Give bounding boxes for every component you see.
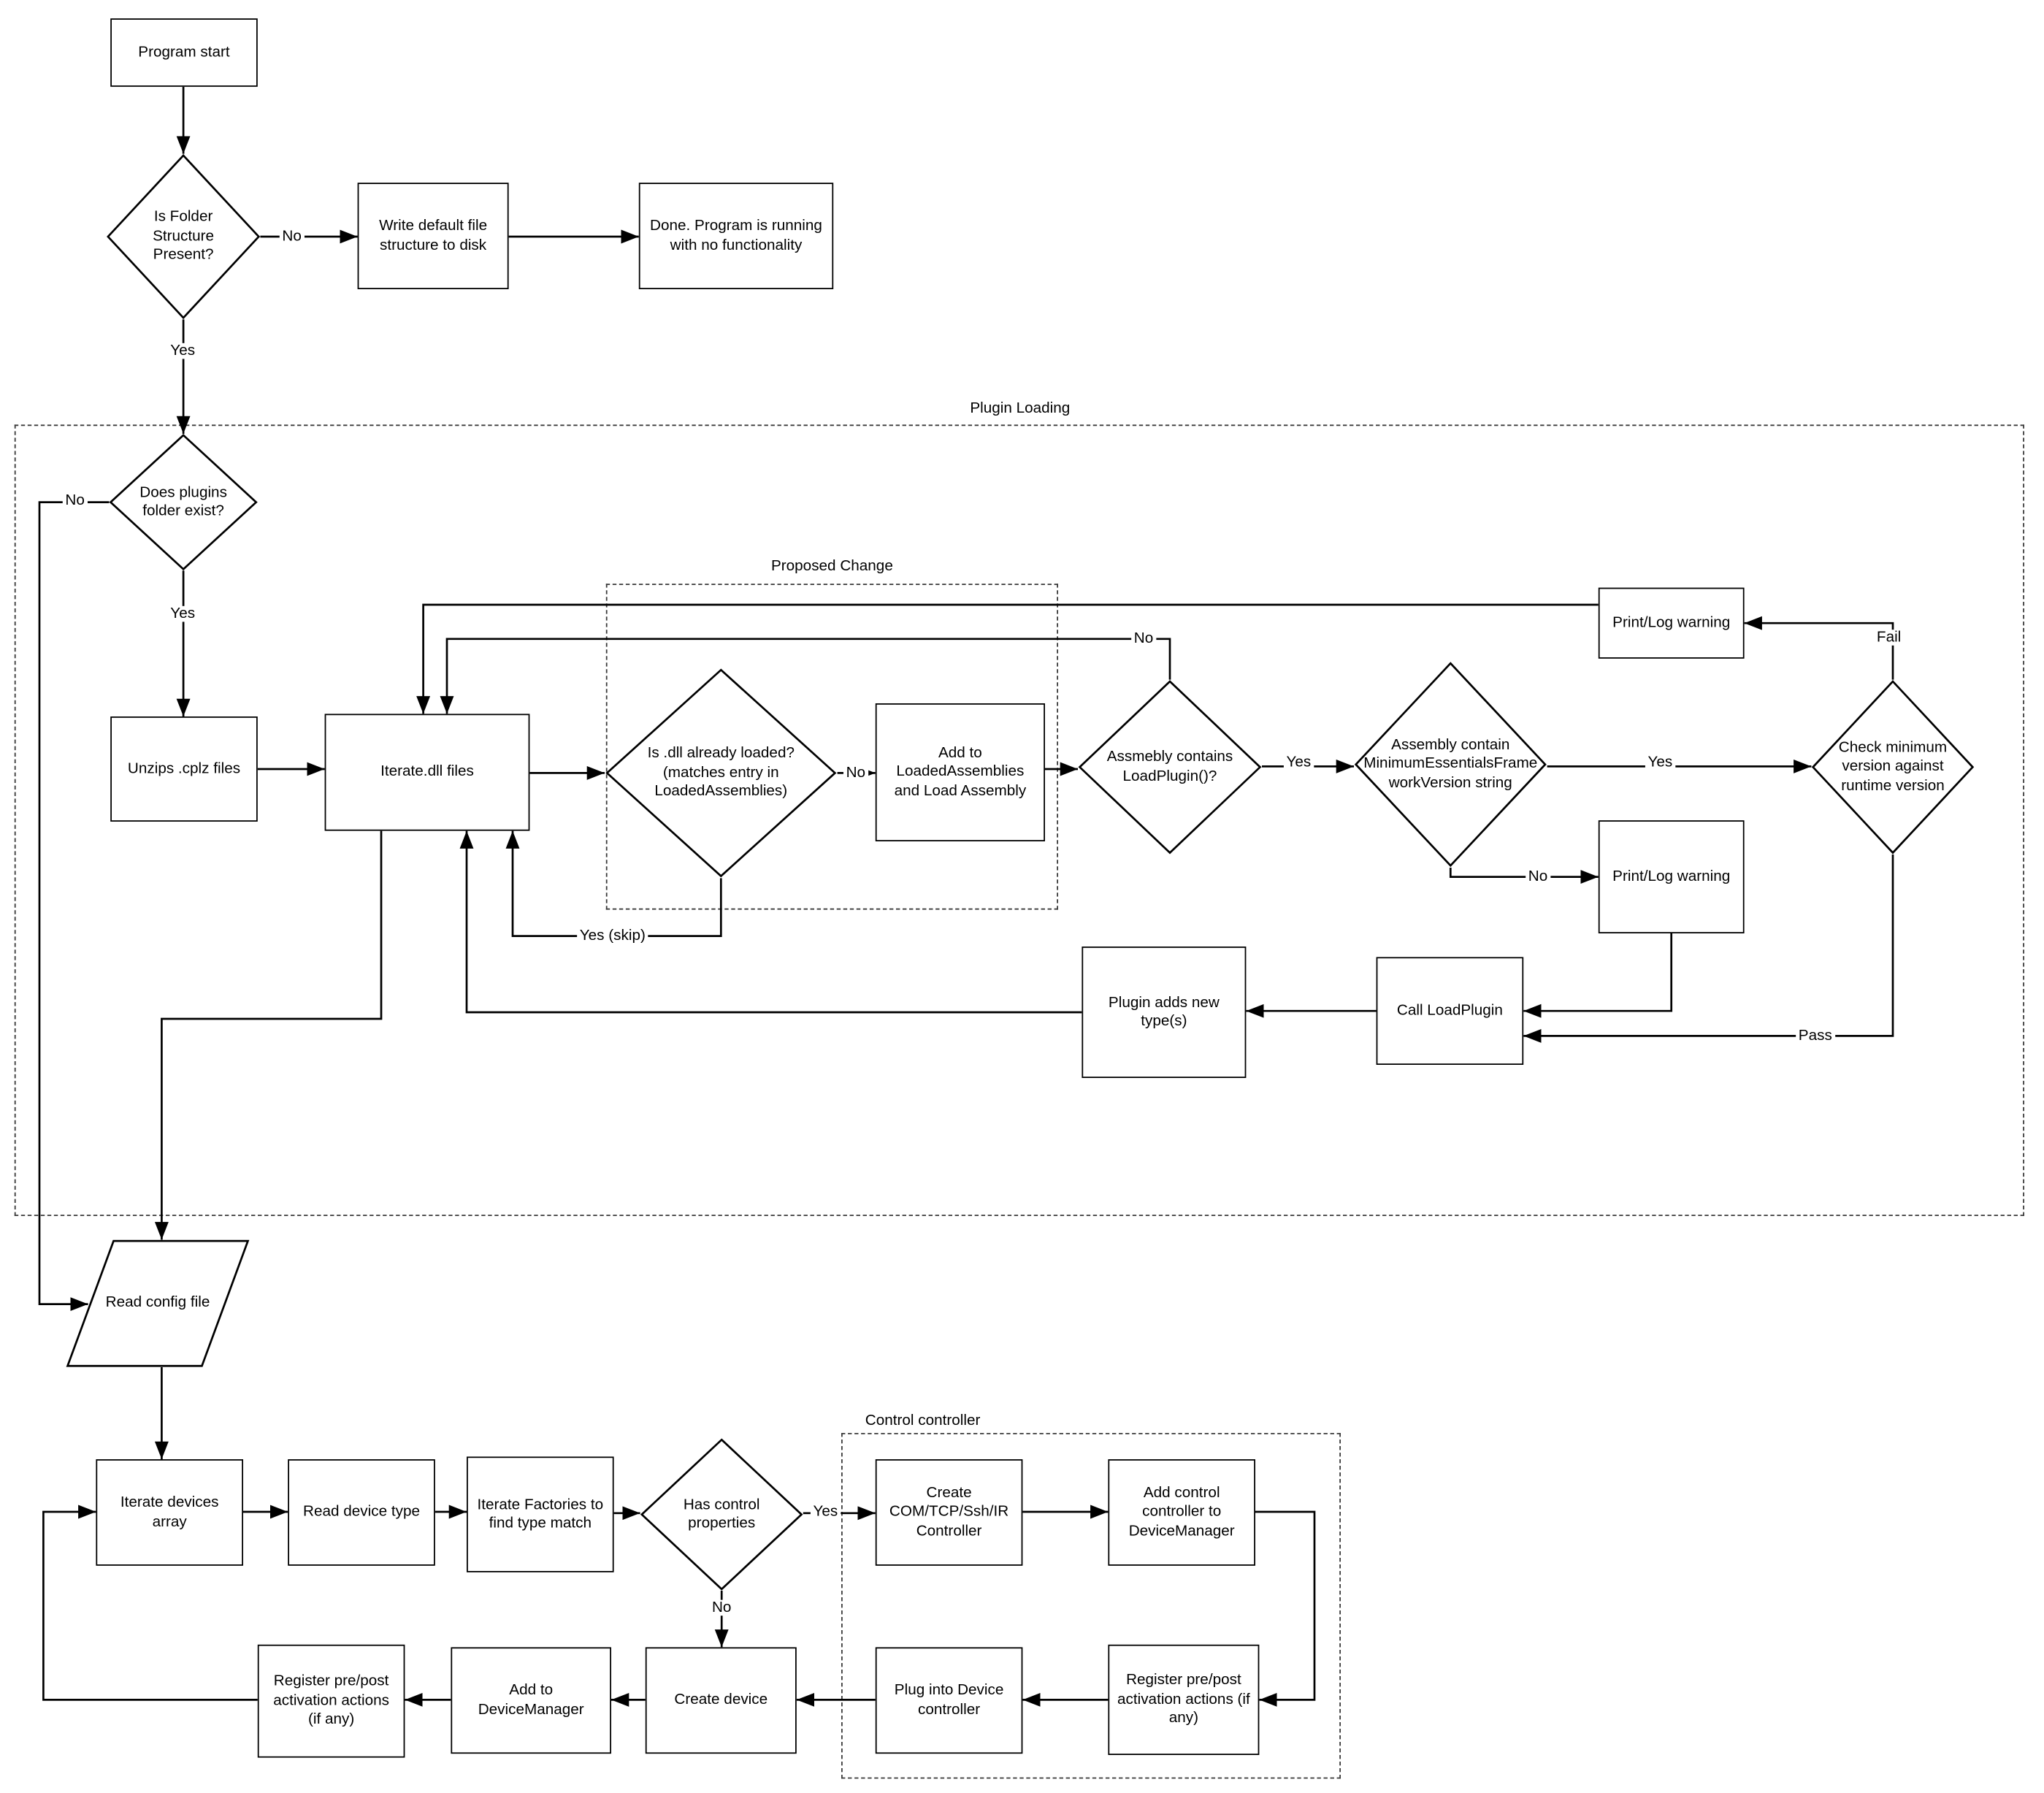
diamond-shape xyxy=(1811,680,1974,855)
node-plugin-adds-types: Plugin adds new type(s) xyxy=(1082,947,1247,1078)
edge-label-contains-no: No xyxy=(1131,631,1156,647)
edge-label-plugins-no: No xyxy=(62,493,88,509)
container-plugin-loading xyxy=(14,424,2024,1217)
edge-contains-no-loop xyxy=(440,638,1171,714)
edge-label-folder-yes: Yes xyxy=(167,343,198,359)
node-add-control-controller: Add control controller to DeviceManager xyxy=(1108,1459,1255,1566)
node-iterate-devices-array: Iterate devices array xyxy=(96,1459,243,1566)
diamond-shape xyxy=(640,1438,803,1591)
node-add-to-loaded-assemblies: Add to LoadedAssemblies and Load Assembl… xyxy=(875,703,1045,841)
node-print-log-warning-top: Print/Log warning xyxy=(1598,587,1745,659)
node-create-com-tcp-ssh-ir: Create COM/TCP/Ssh/IR Controller xyxy=(875,1459,1023,1566)
node-does-plugins-folder-exist: Does plugins folder exist? xyxy=(109,434,257,570)
edge-label-control-no: No xyxy=(709,1599,735,1616)
edge-addcontrol-to-registerright xyxy=(1255,1510,1316,1707)
edge-label-folder-no: No xyxy=(279,229,305,245)
container-label-proposed-change: Proposed Change xyxy=(767,559,897,575)
edge-iteratedll-to-readconfig xyxy=(154,830,383,1240)
edge-label-control-yes: Yes xyxy=(810,1504,841,1520)
node-iterate-factories: Iterate Factories to find type match xyxy=(467,1456,614,1572)
node-has-control-properties: Has control properties xyxy=(640,1438,803,1591)
node-done-no-functionality: Done. Program is running with no functio… xyxy=(638,183,834,289)
diamond-shape xyxy=(109,434,257,570)
container-proposed-change xyxy=(605,584,1058,910)
node-print-log-warning-bottom: Print/Log warning xyxy=(1598,820,1745,933)
node-is-folder-structure-present: Is Folder Structure Present? xyxy=(107,154,261,320)
node-plug-into-device-controller: Plug into Device controller xyxy=(875,1647,1023,1754)
edge-check-fail xyxy=(1744,616,1894,680)
diamond-shape xyxy=(605,668,838,878)
diamond-shape xyxy=(107,154,261,320)
node-program-start: Program start xyxy=(110,18,258,87)
edge-warntop-to-iteratedll xyxy=(416,603,1599,714)
node-call-loadplugin: Call LoadPlugin xyxy=(1376,957,1524,1065)
edge-check-pass xyxy=(1523,854,1894,1043)
node-check-minimum-version: Check minimum version against runtime ve… xyxy=(1811,680,1974,855)
edge-label-check-pass: Pass xyxy=(1796,1028,1835,1044)
node-register-prepost-left: Register pre/post activation actions (if… xyxy=(257,1644,405,1758)
edge-warnbottom-to-call xyxy=(1523,933,1673,1018)
node-unzips-cplz: Unzips .cplz files xyxy=(110,716,258,822)
node-create-device: Create device xyxy=(645,1647,797,1754)
diamond-shape xyxy=(1078,680,1262,855)
edge-registerleft-to-iteratedevices xyxy=(42,1505,258,1701)
parallelogram-shape xyxy=(66,1239,250,1367)
container-label-control-controller: Control controller xyxy=(861,1413,984,1429)
edge-doesplugins-no xyxy=(38,501,110,1312)
edge-label-dll-yes-skip: Yes (skip) xyxy=(577,928,648,944)
container-control-controller xyxy=(841,1433,1341,1779)
node-read-config-file: Read config file xyxy=(66,1239,250,1367)
node-add-to-devicemanager: Add to DeviceManager xyxy=(451,1647,611,1754)
edge-minver-no xyxy=(1449,867,1599,884)
node-register-prepost-right: Register pre/post activation actions (if… xyxy=(1108,1644,1260,1755)
container-label-plugin-loading: Plugin Loading xyxy=(965,401,1074,417)
edge-label-minver-no: No xyxy=(1526,868,1550,885)
edge-pluginadds-to-iteratedll xyxy=(459,830,1082,1014)
edge-label-plugins-yes: Yes xyxy=(167,605,198,622)
node-read-device-type: Read device type xyxy=(288,1459,435,1566)
edge-label-contains-yes: Yes xyxy=(1283,754,1314,771)
node-assembly-contains-minimum-version: Assembly contain MinimumEssentialsFramew… xyxy=(1354,661,1547,868)
node-assembly-contains-loadplugin: Assmebly contains LoadPlugin()? xyxy=(1078,680,1262,855)
edge-label-minver-yes: Yes xyxy=(1645,754,1675,771)
edge-label-dll-no: No xyxy=(843,765,868,781)
node-iterate-dll-files: Iterate.dll files xyxy=(324,714,530,831)
edge-label-check-fail: Fail xyxy=(1874,630,1904,646)
diamond-shape xyxy=(1354,661,1547,868)
node-write-default-structure: Write default file structure to disk xyxy=(357,183,509,289)
node-is-dll-already-loaded: Is .dll already loaded? (matches entry i… xyxy=(605,668,838,878)
